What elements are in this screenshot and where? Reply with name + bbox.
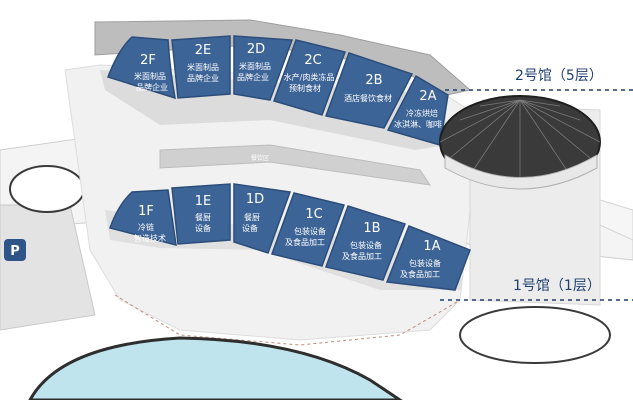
hall-2F[interactable] bbox=[107, 36, 176, 100]
hall-2B-code: 2B bbox=[365, 73, 382, 88]
hall-1C-desc-line2: 及食品加工 bbox=[285, 237, 325, 247]
hall-2F-desc-line2: 品牌企业 bbox=[136, 82, 168, 92]
hall-2E-code: 2E bbox=[195, 43, 212, 58]
hall-1D-desc-line1: 餐厨 bbox=[244, 213, 260, 222]
hall-2A-desc-line1: 冷冻烘焙 bbox=[406, 108, 438, 118]
hall-1F-code: 1F bbox=[138, 204, 154, 219]
hall-1B-desc-line1: 包装设备 bbox=[350, 240, 382, 250]
hall-1A-desc-line1: 包装设备 bbox=[409, 258, 441, 268]
dome bbox=[439, 95, 601, 190]
hall-1E[interactable] bbox=[171, 183, 231, 245]
hall-1F[interactable] bbox=[109, 189, 177, 247]
dining-area-label: 餐饮区 bbox=[251, 154, 269, 162]
hall-1C-desc-line1: 包装设备 bbox=[294, 226, 326, 236]
parking-label: P bbox=[10, 244, 20, 259]
upper-hall-group: 2F 米面制品 品牌企业 2E 米面制品 品牌企业 2D 米面制品 品牌企业 2… bbox=[100, 35, 449, 150]
hall-1D-code: 1D bbox=[246, 192, 264, 207]
hall-1D-desc-line2: 设备 bbox=[242, 223, 258, 233]
lower-hall-group: 1F 冷链 智造技术 1E 餐厨 设备 1D 餐厨 设备 1C 包装设备 及食品… bbox=[105, 183, 471, 291]
hall-1E-desc-line1: 餐厨 bbox=[195, 213, 211, 222]
hall-1A-code: 1A bbox=[423, 239, 440, 254]
hall-2F-desc-line1: 米面制品 bbox=[134, 71, 166, 81]
hall-2C[interactable] bbox=[273, 39, 346, 116]
hall-2E[interactable] bbox=[171, 35, 231, 99]
hall-2F-code: 2F bbox=[140, 53, 156, 68]
dining-area bbox=[159, 144, 432, 186]
hall-1E-desc-line2: 设备 bbox=[195, 223, 211, 233]
hall-1B-desc-line2: 及食品加工 bbox=[342, 251, 382, 261]
hall-1F-desc-line1: 冷链 bbox=[138, 222, 154, 232]
hall-2E-desc-line2: 品牌企业 bbox=[187, 73, 219, 83]
parking-icon bbox=[4, 239, 26, 261]
hall1-floor-label: 1号馆（1层） bbox=[513, 278, 601, 294]
water bbox=[28, 336, 403, 400]
hall-2C-code: 2C bbox=[304, 53, 321, 68]
hall-2C-desc-line2: 预制食材 bbox=[289, 83, 321, 93]
hall-2B-desc-line1: 酒店餐饮食材 bbox=[344, 93, 392, 103]
outdoor-area-outline bbox=[114, 294, 461, 346]
hall-2E-desc-line1: 米面制品 bbox=[187, 62, 219, 72]
hall-2B[interactable] bbox=[324, 52, 414, 129]
hall-2D[interactable] bbox=[233, 35, 294, 101]
hall-1E-code: 1E bbox=[195, 194, 212, 209]
hall-1C-code: 1C bbox=[305, 207, 322, 222]
hall-2D-code: 2D bbox=[247, 42, 265, 57]
hall-1C[interactable] bbox=[271, 192, 345, 267]
hall-2A-code: 2A bbox=[419, 89, 436, 104]
hall-1D[interactable] bbox=[233, 183, 292, 254]
hall-2A-desc-line2: 冰淇淋、咖啡 bbox=[394, 119, 442, 129]
hall-2D-desc-line2: 品牌企业 bbox=[237, 72, 269, 82]
hall-1B[interactable] bbox=[325, 205, 406, 281]
hall-2D-desc-line1: 米面制品 bbox=[239, 61, 271, 71]
hall-1B-code: 1B bbox=[363, 221, 380, 236]
hall-1F-desc-line2: 智造技术 bbox=[134, 233, 166, 243]
hall-2C-desc-line1: 水产/肉类冻品 bbox=[284, 72, 335, 82]
roundabout bbox=[9, 165, 85, 213]
hall-1A-desc-line2: 及食品加工 bbox=[400, 269, 440, 279]
hall-1A[interactable] bbox=[385, 225, 471, 291]
east-pavilion bbox=[459, 306, 611, 364]
hall2-floor-label: 2号馆（5层） bbox=[515, 68, 603, 84]
